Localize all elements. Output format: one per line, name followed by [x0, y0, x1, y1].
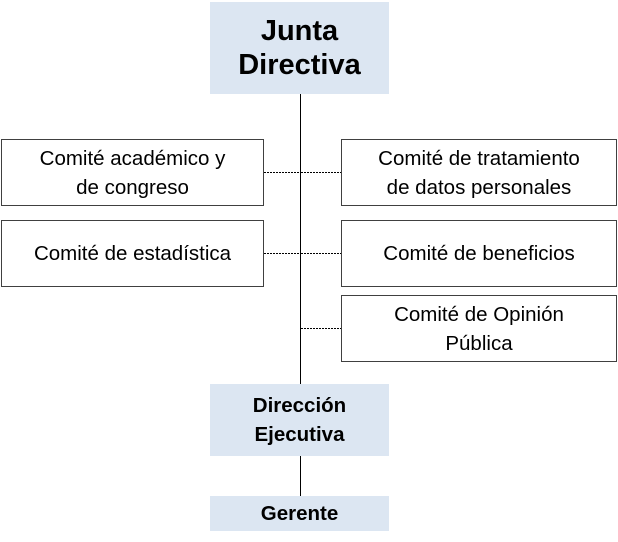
committee-opinion-publica-box: Comité de Opinión Pública [341, 295, 617, 362]
committee-estadistica-box: Comité de estadística [1, 220, 264, 287]
direccion-ejecutiva-box: Dirección Ejecutiva [210, 384, 389, 456]
committee-estadistica-label: Comité de estadística [33, 242, 232, 265]
committee-academico-box: Comité académico y de congreso [1, 139, 264, 206]
committee-opinion-publica-label: Comité de Opinión Pública [394, 302, 564, 355]
gerente-label: Gerente [260, 502, 339, 525]
committee-tratamiento-datos-label: Comité de tratamiento de datos personale… [378, 146, 580, 199]
committee-tratamiento-datos-box: Comité de tratamiento de datos personale… [341, 139, 617, 206]
committee-beneficios-label: Comité de beneficios [383, 242, 575, 265]
committee-academico-label: Comité académico y de congreso [39, 146, 226, 199]
junta-directiva-label: Junta Directiva [238, 15, 361, 81]
junta-directiva-box: Junta Directiva [210, 2, 389, 94]
direccion-ejecutiva-label: Dirección Ejecutiva [252, 394, 347, 446]
gerente-box: Gerente [210, 496, 389, 531]
committee-beneficios-box: Comité de beneficios [341, 220, 617, 287]
